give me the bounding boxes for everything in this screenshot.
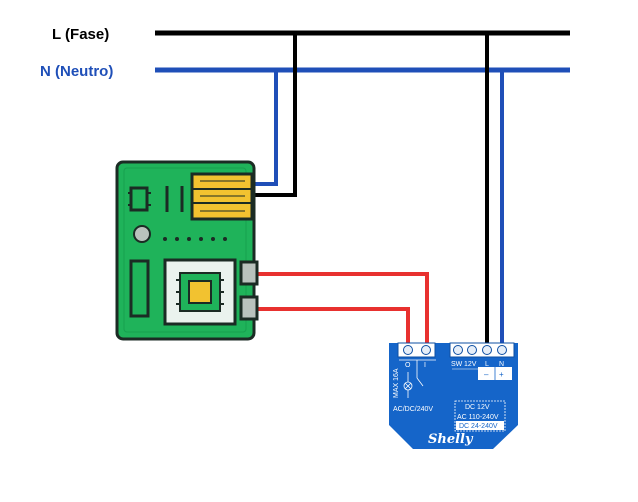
output-wire-o bbox=[255, 272, 429, 350]
terminal-label-l: L bbox=[485, 361, 489, 368]
spec-line-dc12: DC 12V bbox=[465, 404, 490, 411]
max-current-label: MAX 16A bbox=[393, 368, 400, 398]
terminal-label-i: I bbox=[424, 362, 426, 369]
output-wire-i bbox=[255, 307, 410, 350]
terminal-sub-plus: + bbox=[499, 370, 504, 379]
terminal-label-12v: 12V bbox=[464, 361, 477, 368]
terminal-sub-minus: – bbox=[484, 370, 489, 379]
relay-symbol-icon bbox=[403, 372, 424, 398]
shelly-logo: Shelly bbox=[428, 432, 474, 447]
shelly-relay-module: O I MAX 16A AC/DC/240V SW 12V L N – + DC… bbox=[389, 342, 518, 449]
board-neutral-wire bbox=[250, 70, 278, 186]
neutral-label: N (Neutro) bbox=[40, 63, 113, 80]
phase-label: L (Fase) bbox=[52, 26, 109, 43]
terminal-label-o: O bbox=[405, 362, 411, 369]
left-spec-label: AC/DC/240V bbox=[393, 406, 433, 413]
terminal-label-n: N bbox=[499, 361, 504, 368]
spec-line-dc24: DC 24-240V bbox=[459, 423, 498, 430]
spec-line-ac: AC 110-240V bbox=[457, 414, 499, 421]
terminal-label-sw: SW bbox=[451, 361, 463, 368]
circuit-board-icon bbox=[115, 160, 259, 341]
board-phase-wire bbox=[250, 33, 297, 197]
